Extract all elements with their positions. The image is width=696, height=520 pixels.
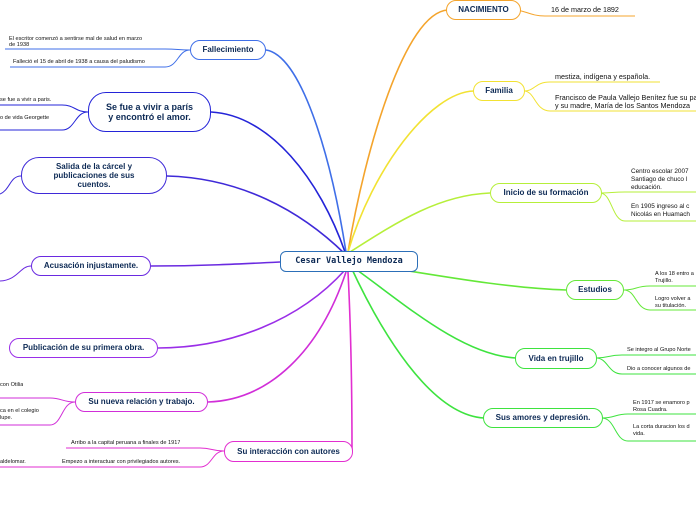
connector-amores <box>349 264 485 419</box>
leaf-trujillo-2: Dio a conocer algunos de <box>627 366 691 372</box>
leaf-relacion-3: lupe. <box>0 415 13 421</box>
connector-autores-item-1 <box>66 447 225 452</box>
node-paris[interactable]: Se fue a vivir a parís y encontró el amo… <box>88 92 211 132</box>
connector-publicacion <box>157 269 346 349</box>
leaf-formacion-4: En 1905 ingreso al c <box>631 203 690 210</box>
leaf-fallecimiento-3: Falleció el 15 de abril de 1938 a causa … <box>13 59 145 65</box>
leaf-amores-4: vida. <box>633 431 645 437</box>
connector-autores <box>347 271 353 452</box>
leaf-estudios-2: Trujillo. <box>655 278 673 284</box>
node-estudios[interactable]: Estudios <box>566 280 624 300</box>
leaf-fallecimiento-1: El escritor comenzó a sentirse mal de sa… <box>9 36 143 42</box>
connector-fallecimiento-item-2 <box>10 49 191 68</box>
node-acusacion[interactable]: Acusación injustamente. <box>31 256 151 276</box>
leaf-amores-2: Rosa Cuadra. <box>633 407 668 413</box>
leaf-autores-1: Arribo a la capital peruana a finales de… <box>71 440 181 446</box>
leaf-relacion-1: con Otilia <box>0 382 24 388</box>
connector-familia-item-1 <box>523 81 660 92</box>
node-carcel[interactable]: Salida de la cárcel y publicaciones de s… <box>21 157 167 194</box>
leaf-formacion-5: Nicolás en Huamach <box>631 211 690 218</box>
connector-relacion-item-1 <box>0 397 76 403</box>
leaf-nacimiento-date: 16 de marzo de 1892 <box>551 5 619 14</box>
leaf-amores-3: La corta duracion los d <box>633 424 690 430</box>
connector-amores-item-2 <box>601 417 696 442</box>
connector-formacion-item-1 <box>599 191 696 194</box>
leaf-familia-3: y su madre, María de los Santos Mendoza <box>555 101 691 110</box>
connector-amores-item-1 <box>601 413 696 419</box>
leaf-trujillo-1: Se integro al Grupo Norte <box>627 347 691 353</box>
leaf-autores-2: Empezo a interactuar con privilegiados a… <box>62 459 181 465</box>
connector-paris <box>210 111 346 253</box>
leaf-estudios-1: A los 18 entro a <box>655 271 694 277</box>
node-amores[interactable]: Sus amores y depresión. <box>483 408 603 428</box>
connector-acusacion-item <box>0 265 32 282</box>
leaf-familia-1: mestiza, indígena y española. <box>555 72 651 81</box>
connector-trujillo-item-2 <box>595 357 696 375</box>
connector-estudios-item-1 <box>623 285 696 291</box>
connector-relacion-item-2 <box>0 401 76 426</box>
connector-familia <box>347 90 475 253</box>
connector-carcel <box>166 175 346 255</box>
connector-fallecimiento-item-1 <box>5 48 191 51</box>
leaf-autores-3: aldelomar. <box>0 459 26 465</box>
leaf-amores-1: En 1917 se enamoro p <box>633 400 690 406</box>
leaf-formacion-1: Centro escolar 2007 <box>631 168 689 175</box>
node-fallecimiento[interactable]: Fallecimiento <box>190 40 266 60</box>
connector-carcel-item <box>0 175 22 195</box>
connector-autores-item-2 <box>58 450 225 468</box>
connector-trujillo <box>349 264 517 359</box>
node-formacion[interactable]: Inicio de su formación <box>490 183 602 203</box>
leaf-formacion-2: Santiago de chuco l <box>631 176 688 183</box>
connector-fallecimiento <box>265 49 347 253</box>
leaf-estudios-4: su titulación. <box>655 303 687 309</box>
leaf-fallecimiento-2: de 1938 <box>9 42 30 48</box>
node-nacimiento[interactable]: NACIMIENTO <box>446 0 521 20</box>
connector-formacion-item-2 <box>599 192 696 222</box>
node-vida-trujillo[interactable]: Vida en trujillo <box>515 348 597 369</box>
connector-relacion <box>207 271 347 403</box>
leaf-paris-2: o de vida Georgette <box>0 115 50 121</box>
leaf-estudios-3: Logro volver a <box>655 296 691 302</box>
connector-trujillo-item-1 <box>595 354 696 359</box>
leaf-formacion-3: educación. <box>631 184 662 191</box>
connector-acusacion <box>150 261 281 267</box>
connector-formacion <box>349 192 491 253</box>
connector-nacimiento <box>347 9 449 253</box>
leaf-paris-1: se fue a vivir a paris. <box>0 97 52 103</box>
connector-paris-item-1 <box>0 104 89 113</box>
leaf-relacion-2: ca en el colegio <box>0 408 39 414</box>
node-publicacion[interactable]: Publicación de su primera obra. <box>9 338 158 358</box>
node-autores[interactable]: Su interacción con autores <box>224 441 353 462</box>
leaf-familia-2: Francisco de Paula Vallejo Benítez fue s… <box>555 93 696 102</box>
node-relacion[interactable]: Su nueva relación y trabajo. <box>75 392 208 412</box>
connector-estudios-item-2 <box>623 289 696 311</box>
connector-paris-item-2 <box>0 111 89 131</box>
node-familia[interactable]: Familia <box>473 81 525 101</box>
root-node[interactable]: Cesar Vallejo Mendoza <box>280 251 418 272</box>
connector-familia-item-2 <box>523 90 696 112</box>
